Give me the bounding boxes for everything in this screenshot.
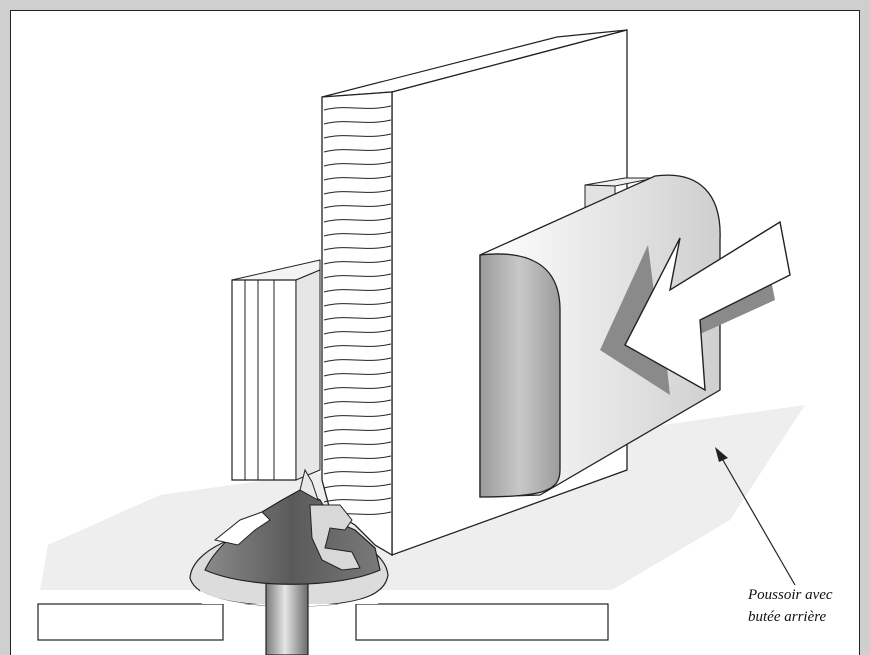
grain-line: [323, 483, 392, 489]
feed-direction-arrow: [624, 220, 791, 392]
grain-line: [323, 371, 392, 377]
caption-line-1: Poussoir avec: [748, 587, 833, 603]
grain-line: [323, 105, 392, 111]
grain-line: [323, 133, 392, 139]
caption-line-2: butée arrière: [748, 609, 827, 625]
grain-line: [323, 315, 392, 321]
grain-line: [323, 497, 392, 503]
grain-line: [323, 301, 392, 307]
grain-line: [323, 119, 392, 125]
grain-line: [323, 189, 392, 195]
grain-line: [323, 203, 392, 209]
grain-line: [323, 259, 392, 265]
grain-line: [323, 441, 392, 447]
grain-line: [323, 469, 392, 475]
grain-line: [323, 231, 392, 237]
push-block: [479, 174, 791, 498]
grain-line: [323, 217, 392, 223]
grain-line: [323, 357, 392, 363]
grain-line: [323, 455, 392, 461]
thin-stock: [231, 259, 321, 481]
grain-line: [323, 343, 392, 349]
grain-line: [323, 399, 392, 405]
grain-line: [323, 147, 392, 153]
router-bit: [204, 468, 381, 655]
grain-line: [323, 161, 392, 167]
grain-line: [323, 427, 392, 433]
grain-line: [323, 175, 392, 181]
grain-line: [323, 385, 392, 391]
callout-leader: [715, 447, 796, 586]
grain-line: [323, 273, 392, 279]
grain-line: [323, 413, 392, 419]
grain-line: [323, 287, 392, 293]
grain-line: [323, 245, 392, 251]
grain-line: [323, 329, 392, 335]
push-block-caption: Poussoir avec butée arrière: [748, 584, 868, 628]
